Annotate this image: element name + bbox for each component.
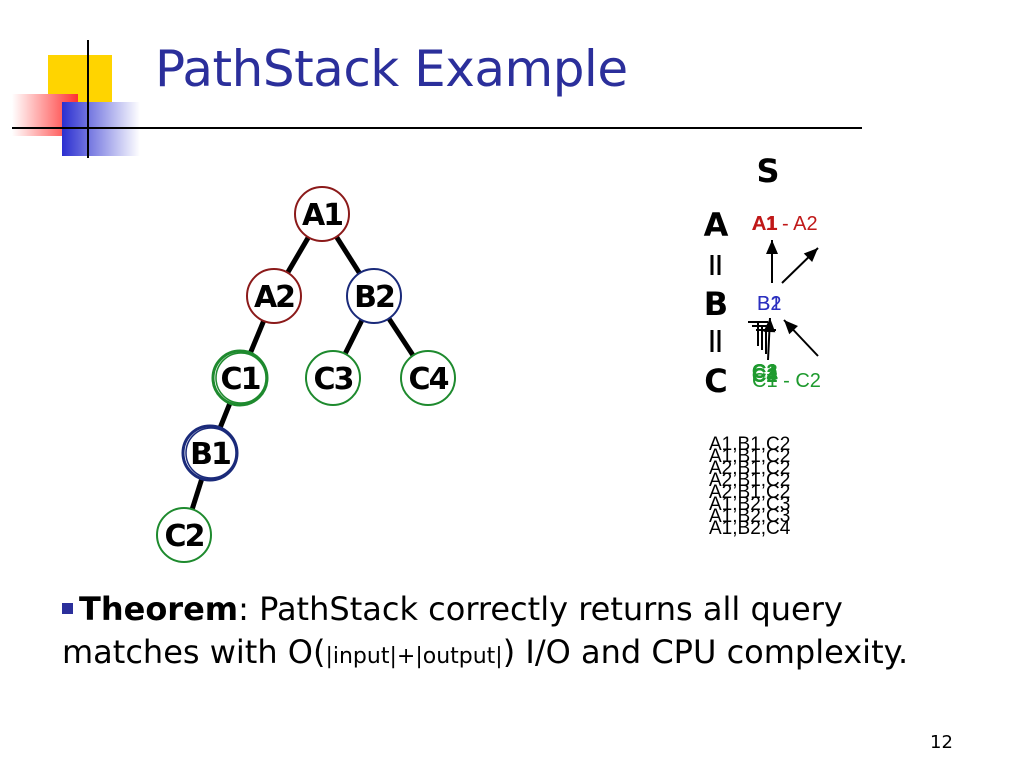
theorem-complexity: |input|+|output| <box>325 644 503 669</box>
tree-node-c2: C2 <box>156 507 212 563</box>
tree-node-b2: B2 <box>346 268 402 324</box>
arrow-c-to-b-icon <box>763 317 776 361</box>
stack-c-entry: C1 <box>752 361 778 383</box>
tree-node-b1: B1 <box>181 424 239 482</box>
tree-edge-a1-a2 <box>285 236 311 274</box>
tree-node-circle <box>211 349 269 407</box>
slide-title: PathStack Example <box>155 40 628 98</box>
stack-b-entry: B1 <box>757 293 781 315</box>
arrow-c2-to-b-icon <box>783 319 819 357</box>
theorem-text: Theorem: PathStack correctly returns all… <box>62 588 962 678</box>
tree-edge-b2-c3 <box>342 319 365 355</box>
tree-node-circle <box>305 350 361 406</box>
theorem-text-part-2: ) I/O and CPU complexity. <box>502 633 909 671</box>
tree-edge-a2-c1 <box>248 319 266 355</box>
tree-node-circle <box>181 424 239 482</box>
tree-node-label: B1 <box>190 437 230 472</box>
stack-set-title: S <box>756 152 779 190</box>
output-match-item: A1,B2,C4 <box>709 518 791 539</box>
stack-name-c: C <box>704 362 727 400</box>
theorem-text-part-1: : PathStack correctly returns all query … <box>62 590 843 671</box>
tree-node-circle <box>246 268 302 324</box>
stack-b-entry: B2 <box>757 293 781 315</box>
stack-name-a: A <box>704 206 729 244</box>
stack-c-entry: C3 <box>752 361 778 383</box>
tree-node-circle <box>294 186 350 242</box>
tree-node-c1: C1 <box>211 349 269 407</box>
tree-node-circle <box>346 268 402 324</box>
tree-edge-b1-c2 <box>189 477 205 511</box>
tree-node-label: C4 <box>409 362 449 397</box>
tree-node-circle <box>156 507 212 563</box>
tree-edge-b2-c4 <box>386 317 416 357</box>
tree-edge-a1-b2 <box>334 235 362 275</box>
arrow-b-to-a-icon <box>766 240 778 283</box>
tree-node-label: A1 <box>302 198 342 233</box>
tree-node-c4: C4 <box>400 350 456 406</box>
theorem-label: Theorem <box>79 590 239 628</box>
arrow-b-to-a2-icon <box>781 247 819 284</box>
stack-c-entry: C2 <box>752 365 778 387</box>
tree-node-label: C2 <box>165 519 204 554</box>
tree-node-label: C1 <box>221 362 260 397</box>
tree-node-label: B2 <box>354 280 394 315</box>
tree-node-label: C3 <box>314 362 353 397</box>
tree-edge-c1-b1 <box>217 402 233 429</box>
stack-c-entry: C1 - C2 <box>752 370 821 392</box>
bullet-icon <box>62 603 73 614</box>
tree-node-c3: C3 <box>305 350 361 406</box>
tree-node-label: A2 <box>254 280 294 315</box>
stack-c-entry: C4 <box>752 365 778 387</box>
stack-name-b: B <box>704 285 728 323</box>
tree-node-a1: A1 <box>294 186 350 242</box>
tree-node-a2: A2 <box>246 268 302 324</box>
stack-a-entry: A1 - A2 <box>752 213 818 235</box>
page-number: 12 <box>930 732 953 753</box>
tree-node-circle <box>400 350 456 406</box>
stack-a-entry: A1 <box>752 213 778 235</box>
title-divider <box>12 127 862 129</box>
